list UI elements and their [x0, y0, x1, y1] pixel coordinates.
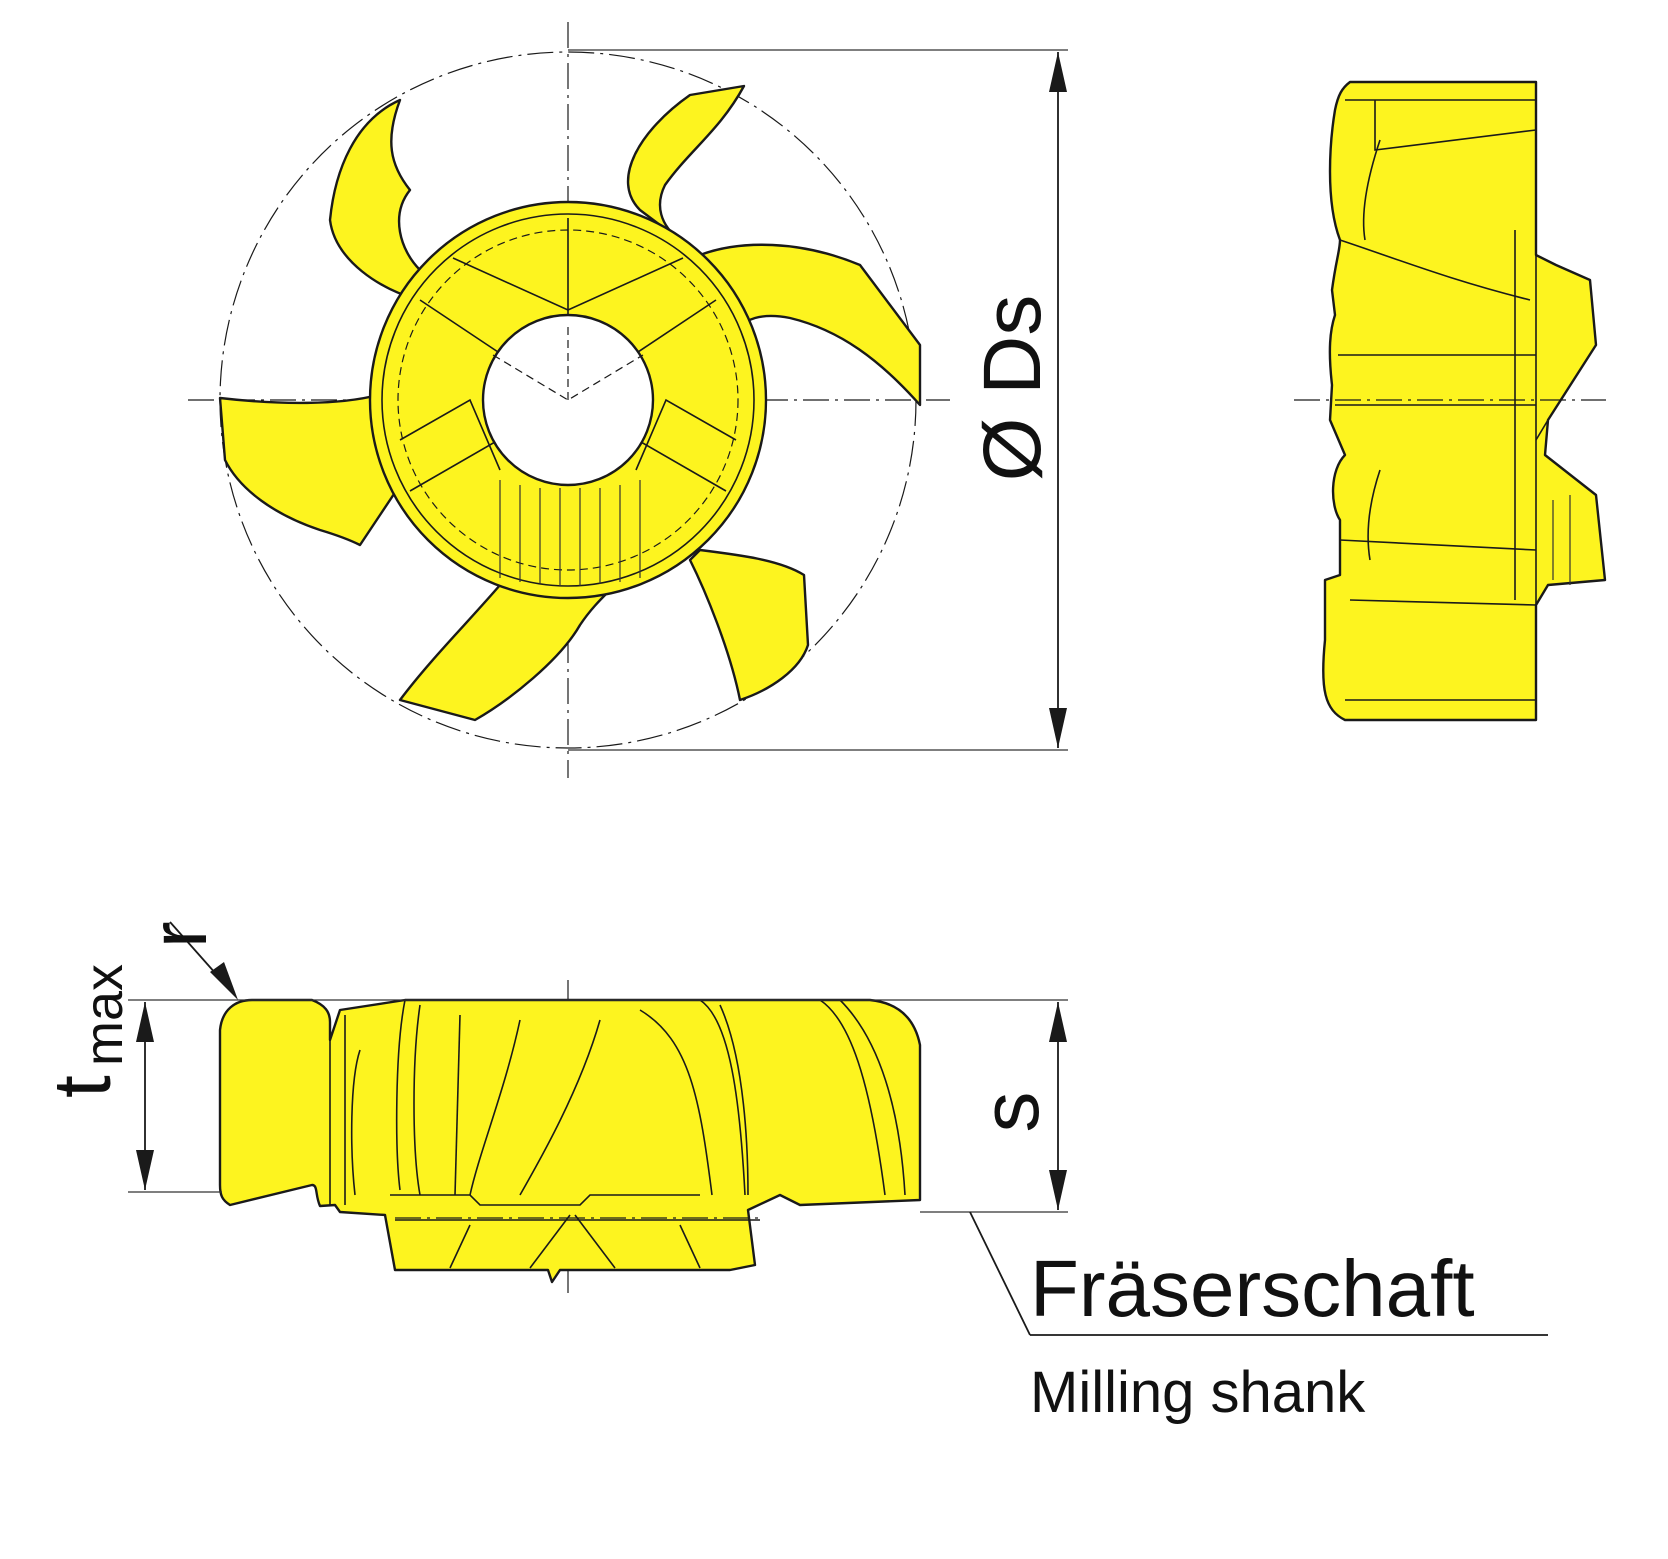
shank-label-en: Milling shank: [1030, 1360, 1366, 1425]
cutting-tooth-2: [698, 243, 922, 407]
cutting-tooth-1: [626, 84, 746, 242]
cutting-tooth-3: [688, 548, 810, 702]
width-label: s: [965, 1092, 1056, 1133]
side-view-facets: [1335, 99, 1571, 701]
cutting-tooth-5: [218, 393, 412, 547]
width-dimension: [240, 999, 1068, 1213]
bottom-view-facets: [329, 999, 906, 1269]
radius-label: r: [134, 921, 223, 948]
tmax-dimension: [128, 999, 240, 1193]
bore-hidden-lines: [492, 325, 644, 401]
cutting-tooth-4: [398, 583, 612, 722]
radius-leader: [169, 921, 238, 1000]
front-view: [188, 22, 1068, 778]
hub-rim: [381, 213, 755, 587]
insert-body-front: [218, 84, 922, 722]
insert-body-side: [1322, 80, 1607, 722]
cutting-tooth-6: [328, 98, 422, 302]
shank-leader: [969, 1211, 1548, 1336]
tmax-label: t max: [37, 964, 134, 1098]
tmax-label-sub: max: [74, 964, 134, 1066]
tmax-label-main: t: [37, 1075, 128, 1098]
insert-body-bottom: [218, 998, 922, 1284]
diameter-label: Ø Ds: [967, 295, 1058, 482]
side-view: [1294, 80, 1607, 722]
bottom-view: [128, 921, 1548, 1336]
diameter-dimension: [568, 49, 1068, 751]
shank-label-de: Fräserschaft: [1030, 1244, 1475, 1333]
